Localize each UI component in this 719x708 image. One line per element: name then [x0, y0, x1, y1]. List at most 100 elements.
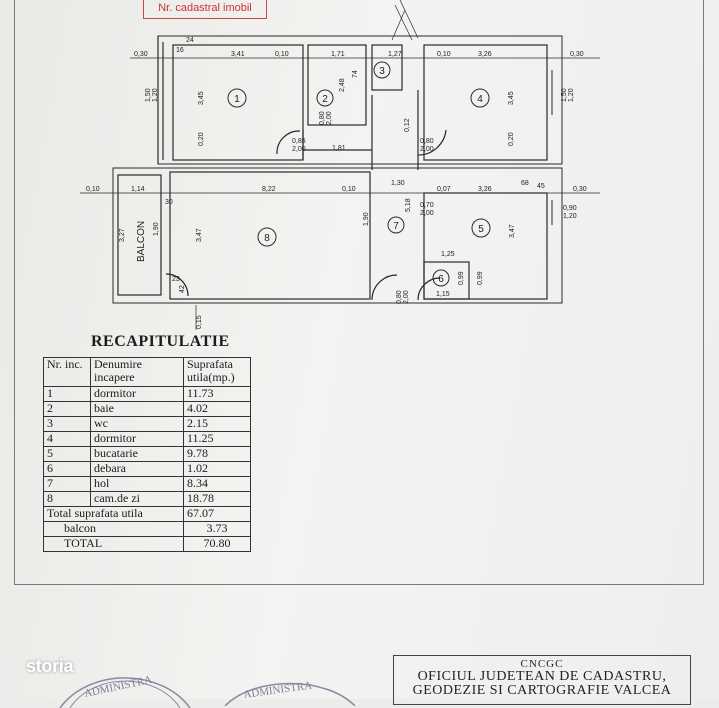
table-row: 6 debara 1.02: [43, 461, 251, 477]
dim-label: 5,18: [405, 198, 412, 212]
dim-label: 1,90: [363, 212, 370, 226]
dim-label: 3,27: [119, 228, 126, 242]
dim-label: 0,30: [573, 186, 587, 193]
cadastral-number-stamp: Nr. cadastral imobil: [143, 0, 267, 19]
dim-label: 2,00: [403, 290, 410, 304]
dim-label: 0,20: [508, 132, 515, 146]
cell-nr: 2: [43, 401, 91, 417]
dim-label: 0,10: [437, 51, 451, 58]
dim-label: 1,25: [441, 251, 455, 258]
dim-label: 0,99: [477, 271, 484, 285]
dim-label: 74: [352, 70, 359, 78]
dim-label: 0,10: [275, 51, 289, 58]
table-row: 1 dormitor 11.73: [43, 386, 251, 402]
room-number-1: 1: [234, 94, 240, 105]
dim-label: 45: [537, 183, 545, 190]
dim-label: 1,14: [131, 186, 145, 193]
room-number-4: 4: [477, 94, 483, 105]
room-number-8: 8: [264, 233, 270, 244]
dim-label: 0,85: [292, 138, 306, 145]
cadastral-stamp-text: Nr. cadastral imobil: [158, 2, 252, 14]
table-row: 8 cam.de zi 18.78: [43, 491, 251, 507]
total-useful-value: 67.07: [183, 506, 251, 522]
cell-area: 11.25: [183, 431, 251, 447]
recap-title: RECAPITULATIE: [91, 333, 230, 350]
cell-nr: 6: [43, 461, 91, 477]
cell-name: dormitor: [90, 431, 184, 447]
dim-label: 3,47: [509, 224, 516, 238]
cell-nr: 3: [43, 416, 91, 432]
cell-area: 2.15: [183, 416, 251, 432]
room-number-5: 5: [478, 224, 484, 235]
table-row: 3 wc 2.15: [43, 416, 251, 432]
dim-label: 3,45: [508, 91, 515, 105]
dim-label: 2,00: [292, 146, 306, 153]
dim-label: 0,10: [342, 186, 356, 193]
dim-label: 0,10: [86, 186, 100, 193]
dim-label: 1,81: [332, 145, 346, 152]
dim-label: 1,50: [145, 88, 152, 102]
room-number-6: 6: [438, 274, 444, 285]
table-header-row: Nr. inc. Denumire incapere Suprafata uti…: [43, 357, 251, 387]
cell-name: hol: [90, 476, 184, 492]
dim-label: 1,15: [436, 291, 450, 298]
dim-label: 0,07: [437, 186, 451, 193]
dim-label: 0,99: [458, 271, 465, 285]
dim-label: 8,22: [262, 186, 276, 193]
seal-text: ADMINISTRA: [243, 679, 313, 701]
page-frame: [14, 0, 704, 585]
dim-label: 3,26: [478, 186, 492, 193]
dim-label: 3,45: [198, 91, 205, 105]
dim-label: 68: [521, 180, 529, 187]
total-useful-label: Total suprafata utila: [43, 506, 184, 522]
balcon-row-label: balcon: [43, 521, 184, 537]
grand-total-row: TOTAL 70.80: [43, 536, 251, 552]
dim-label: 0,30: [134, 51, 148, 58]
dim-label: 2,00: [420, 210, 434, 217]
dim-label: 1,90: [153, 222, 160, 236]
dim-label: 16: [176, 47, 184, 54]
cadastral-office-stamp: CNCGC OFICIUL JUDETEAN DE CADASTRU, GEOD…: [393, 655, 691, 705]
header-name: Denumire incapere: [90, 357, 184, 387]
dim-label: 3,47: [196, 228, 203, 242]
header-area: Suprafata utila(mp.): [183, 357, 251, 387]
dim-label: 2,00: [326, 111, 333, 125]
balcon-row-value: 3.73: [183, 521, 251, 537]
dim-label: 1,30: [391, 180, 405, 187]
cell-area: 18.78: [183, 491, 251, 507]
cell-name: debara: [90, 461, 184, 477]
cell-nr: 4: [43, 431, 91, 447]
grand-total-label: TOTAL: [43, 536, 184, 552]
header-nr: Nr. inc.: [43, 357, 91, 387]
cell-area: 4.02: [183, 401, 251, 417]
dim-label: 0,90: [563, 205, 577, 212]
table-row: 7 hol 8.34: [43, 476, 251, 492]
dim-label: 1,20: [568, 88, 575, 102]
room-number-3: 3: [379, 66, 385, 77]
dim-label: 0,80: [396, 290, 403, 304]
balcon-row: balcon 3.73: [43, 521, 251, 537]
stamp-line-1: CNCGC: [520, 658, 564, 670]
dim-label: 1,20: [563, 213, 577, 220]
dim-label: 0,30: [570, 51, 584, 58]
dim-label: 30: [165, 199, 173, 206]
cell-nr: 7: [43, 476, 91, 492]
cell-name: bucatarie: [90, 446, 184, 462]
dim-label: 0,70: [420, 202, 434, 209]
dim-label: 1,71: [331, 51, 345, 58]
table-row: 5 bucatarie 9.78: [43, 446, 251, 462]
total-useful-row: Total suprafata utila 67.07: [43, 506, 251, 522]
dim-label: 0,20: [198, 132, 205, 146]
grand-total-value: 70.80: [183, 536, 251, 552]
dim-label: 2,48: [339, 78, 346, 92]
dim-label: 1,50: [561, 88, 568, 102]
balcon-label: BALCON: [136, 221, 147, 262]
cell-name: wc: [90, 416, 184, 432]
cell-area: 9.78: [183, 446, 251, 462]
dim-label: 0,12: [404, 118, 411, 132]
table-row: 2 baie 4.02: [43, 401, 251, 417]
floor-plan: 1 2 3 4 5 6 7 8 BALCON 0,30 3,41 0,10 1,…: [80, 0, 600, 330]
dim-label: 23: [172, 276, 180, 283]
cell-area: 8.34: [183, 476, 251, 492]
